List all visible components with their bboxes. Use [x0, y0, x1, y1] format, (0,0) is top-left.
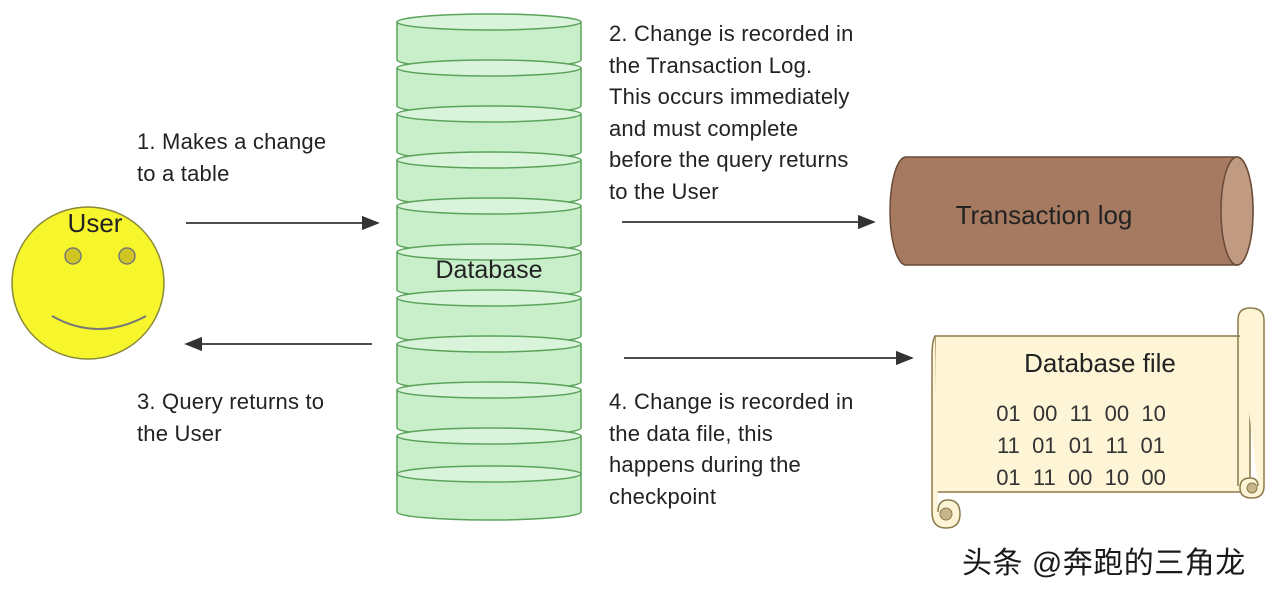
user-smiley: User — [11, 206, 165, 360]
binary-row-2: 11 01 01 11 01 — [997, 433, 1165, 458]
step-2-text: 2. Change is recorded in the Transaction… — [609, 21, 854, 204]
transaction-log-cylinder: Transaction log — [889, 156, 1254, 266]
database-stack — [396, 13, 582, 521]
watermark: 头条 @奔跑的三角龙 — [962, 547, 1246, 580]
right-eye — [118, 247, 136, 265]
database-file-label: Database file — [1024, 348, 1176, 378]
database-disk — [396, 59, 582, 115]
database-disk — [396, 151, 582, 207]
database-label: Database — [435, 256, 542, 284]
smile — [51, 315, 147, 330]
database-disk — [396, 13, 582, 69]
database-disk — [396, 243, 582, 299]
database-disk — [396, 465, 582, 521]
binary-row-1: 01 00 11 00 10 — [996, 401, 1166, 426]
left-eye — [64, 247, 82, 265]
database-file-scroll: Database file 01 00 11 00 10 11 01 01 11… — [931, 307, 1265, 529]
step-1-text: 1. Makes a change to a table — [137, 129, 327, 186]
database-disk — [396, 105, 582, 161]
user-label: User — [68, 208, 123, 238]
step-4-text: 4. Change is recorded in the data file, … — [609, 389, 854, 509]
transaction-log-label: Transaction log — [956, 200, 1133, 230]
step-3-text: 3. Query returns to the User — [137, 389, 325, 446]
database-disk — [396, 289, 582, 345]
database-disk — [396, 335, 582, 391]
binary-row-3: 01 11 00 10 00 — [996, 465, 1166, 490]
